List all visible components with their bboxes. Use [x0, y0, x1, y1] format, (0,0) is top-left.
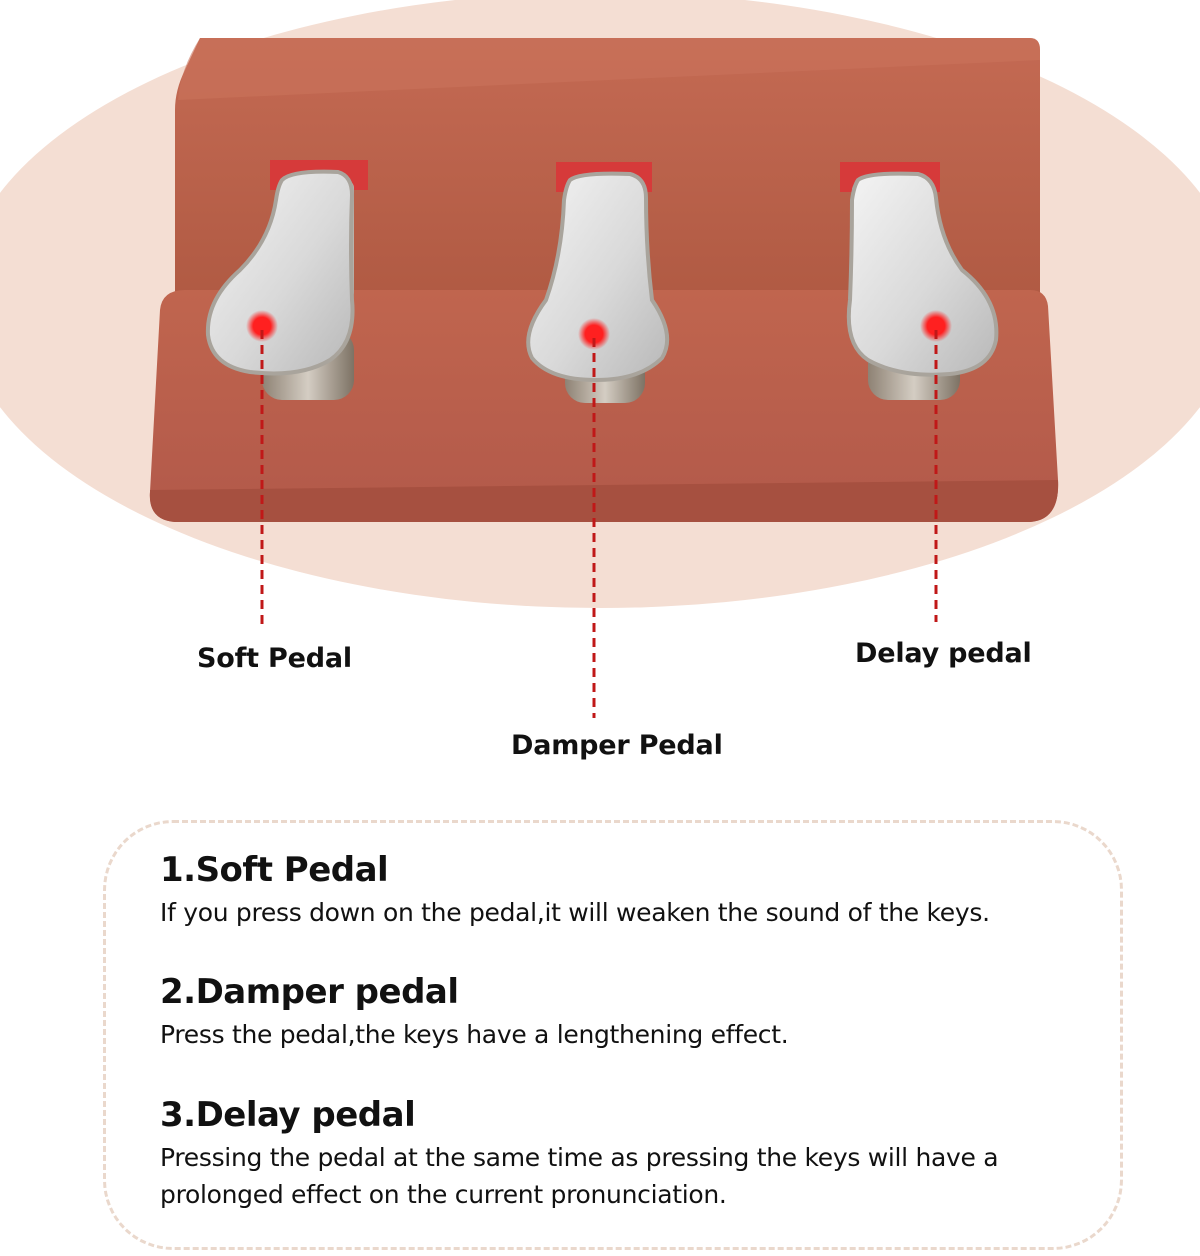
description-item-damper: 2.Damper pedal Press the pedal,the keys …: [160, 972, 1090, 1053]
description-item-soft: 1.Soft Pedal If you press down on the pe…: [160, 850, 1090, 931]
description-box: [103, 820, 1123, 1250]
description-text: Press the pedal,the keys have a lengthen…: [160, 1020, 789, 1049]
description-text: Pressing the pedal at the same time as p…: [160, 1143, 999, 1209]
description-item-delay: 3.Delay pedal Pressing the pedal at the …: [160, 1095, 1090, 1213]
damper-pedal-graphic: [526, 162, 670, 403]
description-text: If you press down on the pedal,it will w…: [160, 898, 990, 927]
damper-pedal-indicator-dot: [578, 318, 610, 350]
description-title: 1.Soft Pedal: [160, 850, 389, 890]
damper-pedal-label: Damper Pedal: [511, 730, 723, 761]
soft-pedal-graphic: [205, 160, 368, 400]
description-title: 2.Damper pedal: [160, 972, 459, 1012]
pedal-illustration: [0, 0, 1200, 718]
description-title: 3.Delay pedal: [160, 1095, 416, 1135]
delay-pedal-label: Delay pedal: [855, 638, 1032, 669]
delay-pedal-indicator-dot: [920, 310, 952, 342]
soft-pedal-indicator-dot: [246, 310, 278, 342]
delay-pedal-graphic: [840, 162, 999, 400]
soft-pedal-label: Soft Pedal: [197, 643, 352, 674]
